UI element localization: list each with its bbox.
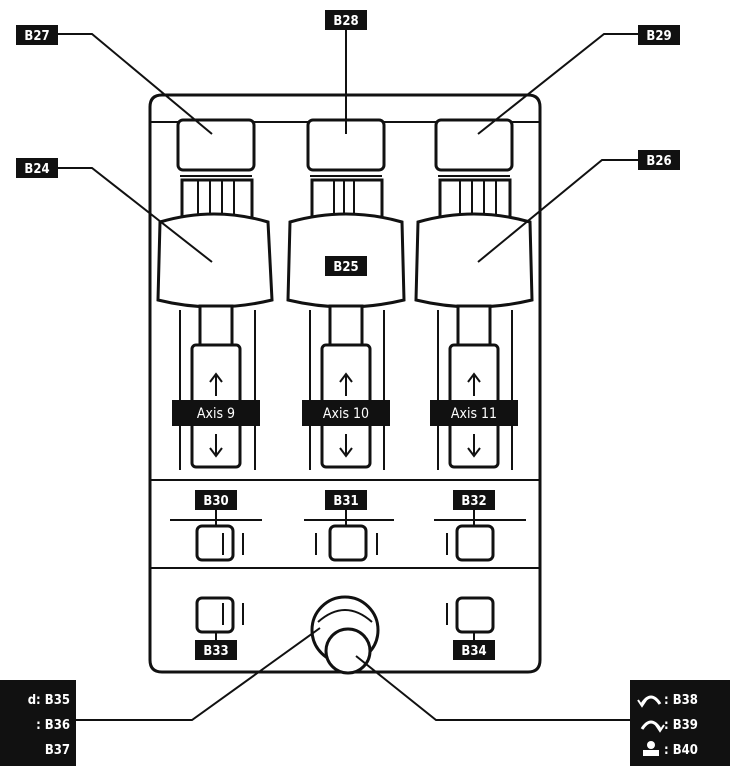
callout-b29-text: B29 bbox=[646, 29, 671, 44]
stick-press-icon bbox=[643, 741, 659, 756]
callout-b27-text: B27 bbox=[24, 29, 49, 44]
button-b31[interactable] bbox=[315, 524, 378, 562]
callout-b24-text: B24 bbox=[24, 162, 49, 177]
down-arrow-icon bbox=[209, 434, 223, 458]
slider-right[interactable]: Axis 11 bbox=[414, 118, 534, 470]
callout-b26-text: B26 bbox=[646, 154, 671, 169]
callout-b28-text: B28 bbox=[333, 14, 358, 29]
right-legend-line-2: : B39 bbox=[664, 718, 698, 733]
callout-b33: B33 bbox=[195, 640, 237, 660]
callout-b26: B26 bbox=[638, 150, 680, 170]
right-legend-line-1: : B38 bbox=[664, 693, 698, 708]
up-arrow-icon bbox=[209, 372, 223, 396]
axis-9-label: Axis 9 bbox=[197, 406, 235, 422]
right-legend-line-3: : B40 bbox=[664, 743, 698, 758]
hat-left-icon bbox=[637, 695, 662, 708]
callout-b32: B32 bbox=[453, 490, 495, 510]
callout-b28: B28 bbox=[325, 10, 367, 30]
callout-b31-text: B31 bbox=[333, 494, 358, 509]
up-arrow-icon bbox=[339, 372, 353, 396]
callout-b29: B29 bbox=[638, 25, 680, 45]
callout-b33-text: B33 bbox=[203, 644, 228, 659]
callout-b25-text: B25 bbox=[333, 260, 358, 275]
left-legend: d: B35 : B36 B37 bbox=[0, 680, 76, 766]
axis-10-label: Axis 10 bbox=[323, 406, 369, 422]
callout-b34: B34 bbox=[453, 640, 495, 660]
axis-11-label: Axis 11 bbox=[451, 406, 497, 422]
slider-left[interactable]: Axis 9 bbox=[156, 118, 274, 470]
left-legend-line-3: B37 bbox=[45, 743, 70, 758]
callout-b30: B30 bbox=[195, 490, 237, 510]
left-legend-line-2: : B36 bbox=[36, 718, 70, 733]
callout-b30-text: B30 bbox=[203, 494, 228, 509]
leader-lines bbox=[57, 30, 640, 721]
hat-right-icon bbox=[640, 720, 665, 733]
callout-b32-text: B32 bbox=[461, 494, 486, 509]
callout-b31: B31 bbox=[325, 490, 367, 510]
callout-b34-text: B34 bbox=[461, 644, 486, 659]
down-arrow-icon bbox=[339, 434, 353, 458]
down-arrow-icon bbox=[467, 434, 481, 458]
callout-b25: B25 bbox=[325, 256, 367, 276]
button-b30[interactable] bbox=[195, 524, 244, 562]
right-legend: : B38 : B39 : B40 bbox=[630, 680, 730, 766]
mini-stick[interactable] bbox=[310, 595, 380, 675]
callout-b27: B27 bbox=[16, 25, 58, 45]
up-arrow-icon bbox=[467, 372, 481, 396]
slider-middle[interactable]: Axis 10 bbox=[286, 118, 406, 470]
left-legend-line-1: d: B35 bbox=[28, 693, 70, 708]
callout-b24: B24 bbox=[16, 158, 58, 178]
